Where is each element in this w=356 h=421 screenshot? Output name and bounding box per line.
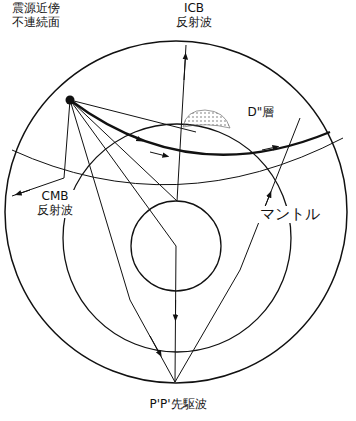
discontinuity-label: 震源近傍 不連続面 bbox=[2, 2, 70, 30]
source-dot bbox=[66, 96, 75, 105]
wave-label: P'P'先駆波 bbox=[108, 398, 248, 412]
wave-label: CMB 反射波 bbox=[30, 190, 80, 218]
thick-ray bbox=[70, 100, 330, 155]
d-layer-ray bbox=[70, 100, 196, 132]
cmb-ray bbox=[12, 100, 70, 196]
wave-label: ICB 反射波 bbox=[168, 2, 220, 30]
d-layer-blob bbox=[183, 110, 230, 128]
icb-ray bbox=[70, 45, 186, 201]
pp-ray-up bbox=[175, 118, 300, 382]
pp-ray-center bbox=[70, 100, 176, 382]
earth-surface bbox=[5, 41, 347, 383]
region-label: マントル bbox=[250, 206, 330, 223]
core-mantle-boundary bbox=[63, 124, 291, 352]
layer-label: D"層 bbox=[236, 106, 286, 120]
pp-ray-down bbox=[70, 100, 175, 382]
